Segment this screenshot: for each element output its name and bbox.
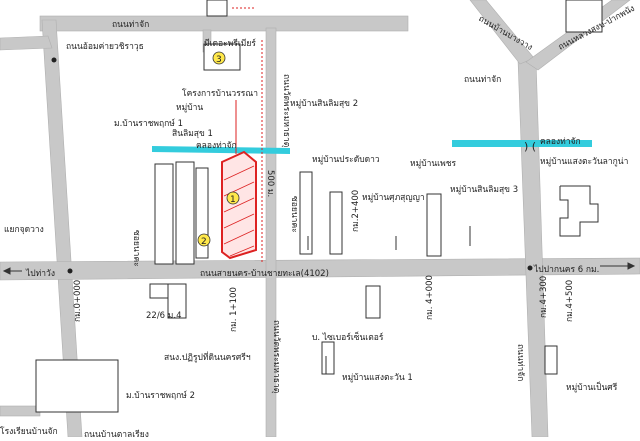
label-road-middle-vertical-2: ถนนวัดพระมหาธาตุ xyxy=(271,320,281,393)
label-saengtawan-1: หมู่บ้านแสงตะวัน 1 xyxy=(342,372,413,383)
label-intersection-left: แยกจุดวาง xyxy=(4,225,44,235)
label-saengrawan: หมู่บ้านแสงตะวันลากูน่า xyxy=(540,156,628,167)
block-silp-2 xyxy=(299,171,313,255)
label-to-pakpanang: ไปปากนคร 6 กม. xyxy=(533,264,599,275)
label-road-top-right-1: ถนนบ้านบางวาง xyxy=(477,13,535,53)
label-silp-1b: สินลิมสุข 1 xyxy=(172,129,213,139)
direction-arrows xyxy=(2,226,636,374)
block-lagoon-shape xyxy=(559,185,599,237)
marker-2-label: 2 xyxy=(201,237,207,247)
block-prachadao xyxy=(329,191,343,255)
marker-3-label: 3 xyxy=(216,55,222,65)
label-distance: 500 ม. xyxy=(265,170,275,197)
numbered-markers: 1 2 3 xyxy=(197,51,240,247)
label-suksan: หมู่บ้านศุภสุญญา xyxy=(362,192,425,203)
block-22 xyxy=(149,283,169,299)
marker-1-circle xyxy=(226,191,240,205)
block-phen-sri xyxy=(544,345,558,375)
canal-left xyxy=(152,146,290,154)
marker-3-circle xyxy=(212,51,226,65)
label-sub-road-mid: ซอยนาคะ xyxy=(289,196,299,233)
marker-2-circle xyxy=(197,233,211,247)
label-silp-2: หมู่บ้านสินลิมสุข 2 xyxy=(290,98,358,109)
village-blocks xyxy=(35,0,603,413)
block-ratchapruk-1 xyxy=(154,163,174,265)
label-canal-right: คลองท่าจัก xyxy=(540,137,581,147)
label-prachadao: หมู่บ้านประดับดาว xyxy=(312,154,380,165)
label-sub-road-left: ซอยนาคะ xyxy=(131,230,141,267)
label-road-diag-right: ถนนท่าจัก xyxy=(464,75,501,85)
label-road-top-left: ถนนอ้อมค่ายวชิราวุธ xyxy=(66,41,144,52)
label-silp-1a: หมู่บ้าน xyxy=(176,102,203,113)
block-top-right xyxy=(565,0,603,33)
label-vice-center: บ. ไซเบอร์เซ็นเตอร์ xyxy=(312,331,384,343)
label-km-4: กม. 4+000 xyxy=(425,275,435,320)
label-bottom-2: ถนนบ้านตาลเรียง xyxy=(84,429,149,437)
label-km-4b: กม.4+300 xyxy=(539,276,549,318)
label-ratchapruk-1: ม.บ้านราชพฤกษ์ 1 xyxy=(114,118,183,129)
label-km-4c: กม.4+500 xyxy=(565,280,575,322)
block-saengtawan-1 xyxy=(321,341,335,375)
label-project: โครงการบ้านวรรณา xyxy=(182,88,258,99)
intersection-dot xyxy=(67,268,73,274)
label-km-1: กม. 1+100 xyxy=(229,287,239,332)
block-vice xyxy=(365,285,381,319)
label-ratchapruk-2: ม.บ้านราชพฤกษ์ 2 xyxy=(126,390,195,401)
label-road-middle-vertical: ถนนวัดพระมหาธาตุ xyxy=(281,74,291,147)
block-silp-1 xyxy=(175,161,195,265)
label-condo: มีเดอะพรีเมียร์ xyxy=(204,38,256,49)
road-top-left-branch xyxy=(0,35,53,51)
label-km-2: กม.2+400 xyxy=(351,190,361,232)
label-km-0: กม.0+000 xyxy=(73,280,83,322)
block-agri xyxy=(167,283,187,319)
label-agri-office: สนง.ปฏิรูปที่ดินนครศรีฯ xyxy=(164,351,251,363)
label-phet: หมู่บ้านเพชร xyxy=(410,158,456,169)
marker-1-label: 1 xyxy=(230,195,236,205)
label-bottom-left: โรงเรียนบ้านจัก xyxy=(0,426,58,437)
block-ratchapruk-2 xyxy=(35,359,119,413)
label-road-top-north: ถนนท่าจัก xyxy=(112,20,149,30)
intersection-dot-right xyxy=(527,265,533,271)
intersection-dot-top xyxy=(51,57,57,63)
road-bottom-left xyxy=(0,405,41,417)
label-to-tha-wang: ไปท่าวัง xyxy=(25,268,55,279)
label-canal-left: คลองท่าจัก xyxy=(196,141,237,151)
canal-right xyxy=(452,140,592,147)
label-phen-sri: หมู่บ้านเป็นศรี xyxy=(566,381,618,393)
label-silp-3: หมู่บ้านสินลิมสุข 3 xyxy=(450,184,518,195)
label-address-22: 22/6 ม.4 xyxy=(146,311,182,321)
label-road-bottom-right: ถนนท่าจัก xyxy=(515,344,525,381)
label-main-road: ถนนสายนคร-บ้านชายทะเล(4102) xyxy=(200,268,329,279)
bridge-mark: ) ( xyxy=(524,140,536,153)
block-phet xyxy=(426,193,442,257)
block-condo xyxy=(206,0,228,17)
road-top xyxy=(39,15,409,32)
